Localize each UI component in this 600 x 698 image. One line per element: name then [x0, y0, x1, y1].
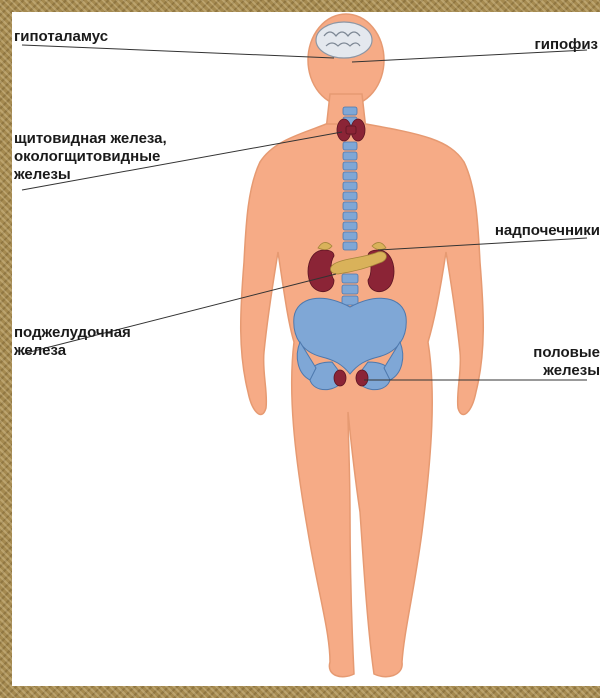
- label-pituitary: гипофиз: [535, 36, 599, 54]
- brain-icon: [316, 22, 372, 58]
- torso-and-limbs: [241, 124, 484, 677]
- diagram-panel: гипоталамус гипофиз щитовидная железа, о…: [12, 12, 600, 686]
- label-pancreas: поджелудочная железа: [14, 324, 131, 360]
- label-hypothalamus: гипоталамус: [14, 28, 108, 46]
- label-thyroid: щитовидная железа, окологщитовидные желе…: [14, 130, 167, 184]
- line-hypothalamus: [22, 45, 334, 58]
- label-gonads: половые железы: [533, 344, 600, 380]
- label-adrenals: надпочечники: [495, 222, 600, 240]
